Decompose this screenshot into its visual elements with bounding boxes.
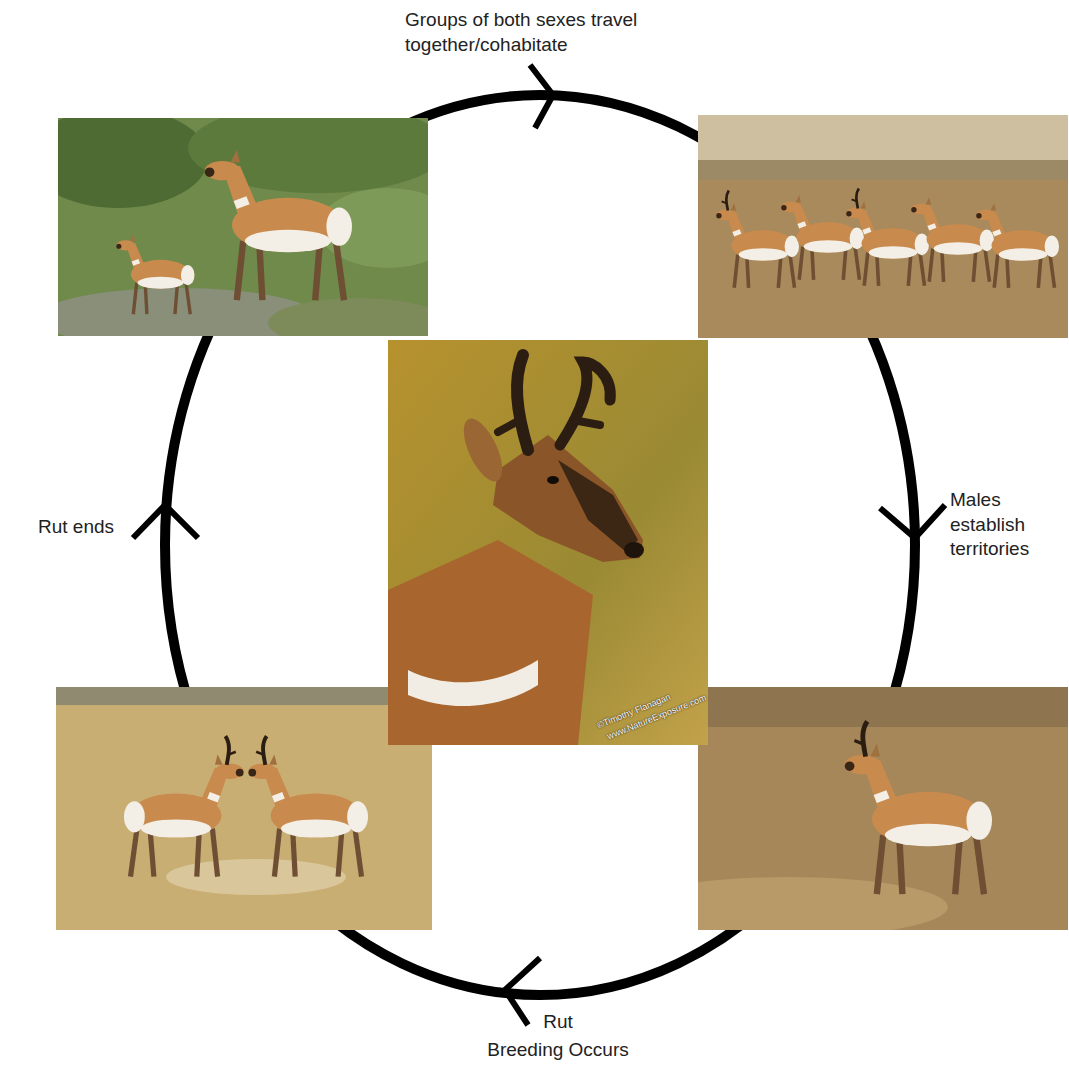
cycle-stage-label: Rut [458,1010,658,1035]
sparring-photo [56,687,432,930]
cycle-stage-label: Males establish territories [950,488,1062,562]
cycle-stage-label: Groups of both sexes travel together/coh… [405,8,680,57]
cycle-arrowhead [530,65,553,128]
buck-portrait [388,340,708,745]
cycle-stage-label: Rut ends [38,515,114,540]
cycle-arrowhead [880,505,945,538]
cycle-stage-label: Breeding Occurs [458,1038,658,1063]
herd-photo [698,115,1068,338]
cycle-arrowhead [133,505,198,538]
doe-fawn-photo [28,103,458,348]
cycle-arrowhead [505,958,540,1025]
